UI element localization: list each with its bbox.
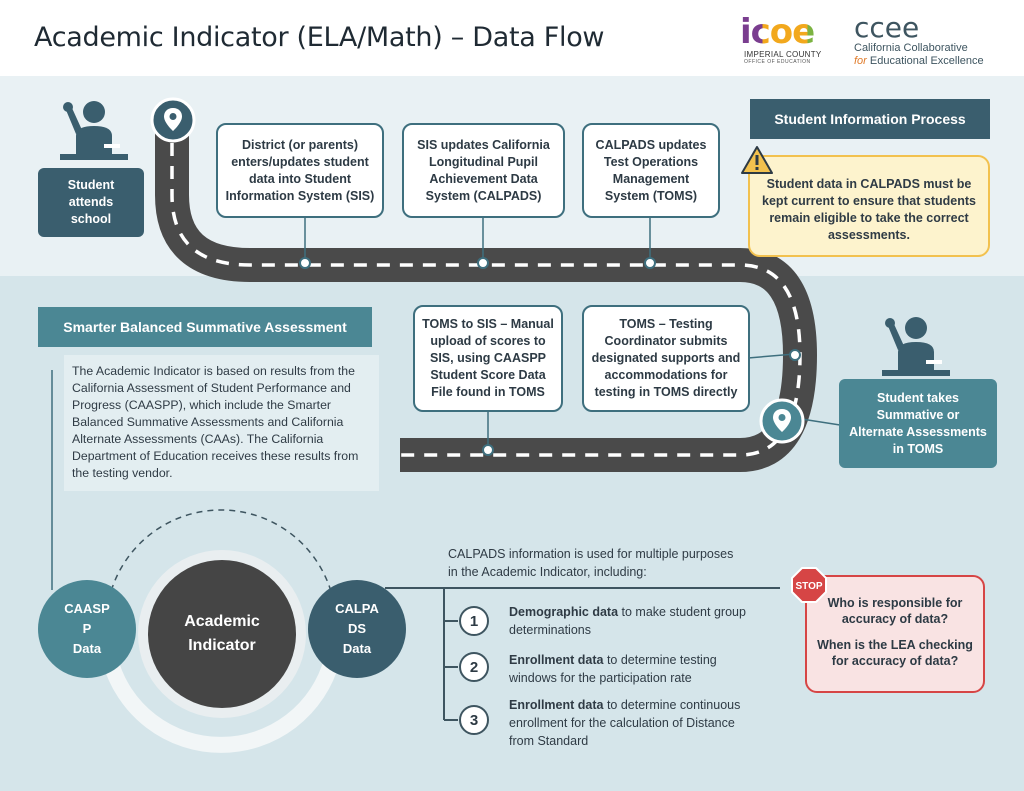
ccee-logo-line1: California Collaborative bbox=[854, 42, 968, 54]
stop-question-2: When is the LEA checking for accuracy of… bbox=[817, 638, 973, 668]
warning-note-text: Student data in CALPADS must be kept cur… bbox=[762, 177, 976, 242]
step-toms-testing-label: TOMS – Testing Coordinator submits desig… bbox=[591, 317, 741, 399]
map-pin-icon bbox=[759, 398, 805, 444]
item-number-1: 1 bbox=[459, 606, 489, 636]
icoe-logo-line1: IMPERIAL COUNTY bbox=[744, 50, 822, 59]
step-sis-updates-label: SIS updates California Longitudinal Pupi… bbox=[417, 137, 550, 203]
student-attends-label: Student attends school bbox=[67, 178, 115, 226]
step-toms-to-sis-label: TOMS to SIS – Manual upload of scores to… bbox=[422, 317, 554, 399]
caaspp-line2: P bbox=[82, 621, 92, 636]
calpads-item-1: Demographic data to make student group d… bbox=[509, 603, 749, 639]
student-raising-hand-icon bbox=[882, 317, 950, 376]
calpads-item-2-bold: Enrollment data bbox=[509, 653, 604, 667]
calpads-line1: CALPA bbox=[335, 601, 379, 616]
academic-line2: Indicator bbox=[188, 637, 256, 654]
icoe-logo-line2: OFFICE OF EDUCATION bbox=[744, 59, 811, 65]
icoe-logo-letters: icoe bbox=[740, 14, 830, 50]
stop-sign-icon: STOP bbox=[791, 567, 827, 603]
ccee-logo: ccee California Collaborative for Educat… bbox=[854, 11, 1014, 68]
map-pin-icon bbox=[150, 97, 196, 143]
calpads-line2: DS bbox=[347, 621, 367, 636]
step-toms-to-sis: TOMS to SIS – Manual upload of scores to… bbox=[413, 305, 563, 412]
step-calpads-updates: CALPADS updates Test Operations Manageme… bbox=[582, 123, 720, 218]
calpads-item-2-text: to determine testing windows for the par… bbox=[509, 653, 717, 685]
student-info-process-title: Student Information Process bbox=[774, 111, 966, 127]
academic-line1: Academic bbox=[184, 613, 260, 630]
student-takes-label: Student takes Summative or Alternate Ass… bbox=[849, 390, 987, 456]
stop-sign-label: STOP bbox=[795, 581, 822, 592]
step-calpads-updates-label: CALPADS updates Test Operations Manageme… bbox=[595, 137, 707, 203]
item-number-2: 2 bbox=[459, 652, 489, 682]
ccee-logo-line2: Educational Excellence bbox=[869, 55, 984, 67]
step-district: District (or parents) enters/updates stu… bbox=[216, 123, 384, 218]
student-raising-hand-icon bbox=[60, 101, 128, 160]
caaspp-line3: Data bbox=[72, 641, 102, 656]
icoe-logo: icoe IMPERIAL COUNTY OFFICE OF EDUCATION bbox=[740, 14, 830, 65]
student-takes-box: Student takes Summative or Alternate Ass… bbox=[839, 379, 997, 468]
item-number-3: 3 bbox=[459, 705, 489, 735]
caaspp-data-circle: CAASP P Data bbox=[38, 580, 136, 678]
step-sis-updates: SIS updates California Longitudinal Pupi… bbox=[402, 123, 565, 218]
warning-icon bbox=[741, 146, 773, 174]
calpads-info-intro: CALPADS information is used for multiple… bbox=[448, 547, 734, 579]
student-info-process-header: Student Information Process bbox=[750, 99, 990, 139]
step-district-label: District (or parents) enters/updates stu… bbox=[225, 137, 375, 203]
stop-question-box: Who is responsible for accuracy of data?… bbox=[805, 575, 985, 693]
page-title: Academic Indicator (ELA/Math) – Data Flo… bbox=[34, 22, 605, 53]
sbsa-body: The Academic Indicator is based on resul… bbox=[64, 355, 379, 491]
ccee-logo-letters: ccee bbox=[854, 11, 920, 44]
step-toms-testing: TOMS – Testing Coordinator submits desig… bbox=[582, 305, 750, 412]
calpads-item-3: Enrollment data to determine continuous … bbox=[509, 696, 757, 750]
calpads-item-2: Enrollment data to determine testing win… bbox=[509, 651, 749, 687]
ccee-logo-for: for bbox=[854, 55, 867, 67]
sbsa-header: Smarter Balanced Summative Assessment bbox=[38, 307, 372, 347]
student-attends-box: Student attends school bbox=[38, 168, 144, 237]
calpads-item-1-text: to make student group determinations bbox=[509, 605, 746, 637]
calpads-line3: Data bbox=[342, 641, 372, 656]
calpads-item-3-text: to determine continuous enrollment for t… bbox=[509, 698, 741, 748]
calpads-data-circle: CALPA DS Data bbox=[308, 580, 406, 678]
sbsa-header-label: Smarter Balanced Summative Assessment bbox=[63, 319, 347, 335]
stop-question-1: Who is responsible for accuracy of data? bbox=[827, 596, 963, 626]
calpads-item-1-bold: Demographic data bbox=[509, 605, 619, 619]
sbsa-body-text: The Academic Indicator is based on resul… bbox=[72, 364, 359, 480]
calpads-item-3-bold: Enrollment data bbox=[509, 698, 604, 712]
ccee-logo-line2-wrap: for Educational Excellence bbox=[854, 55, 1014, 68]
caaspp-line1: CAASP bbox=[64, 601, 110, 616]
warning-note-box: Student data in CALPADS must be kept cur… bbox=[748, 155, 990, 257]
